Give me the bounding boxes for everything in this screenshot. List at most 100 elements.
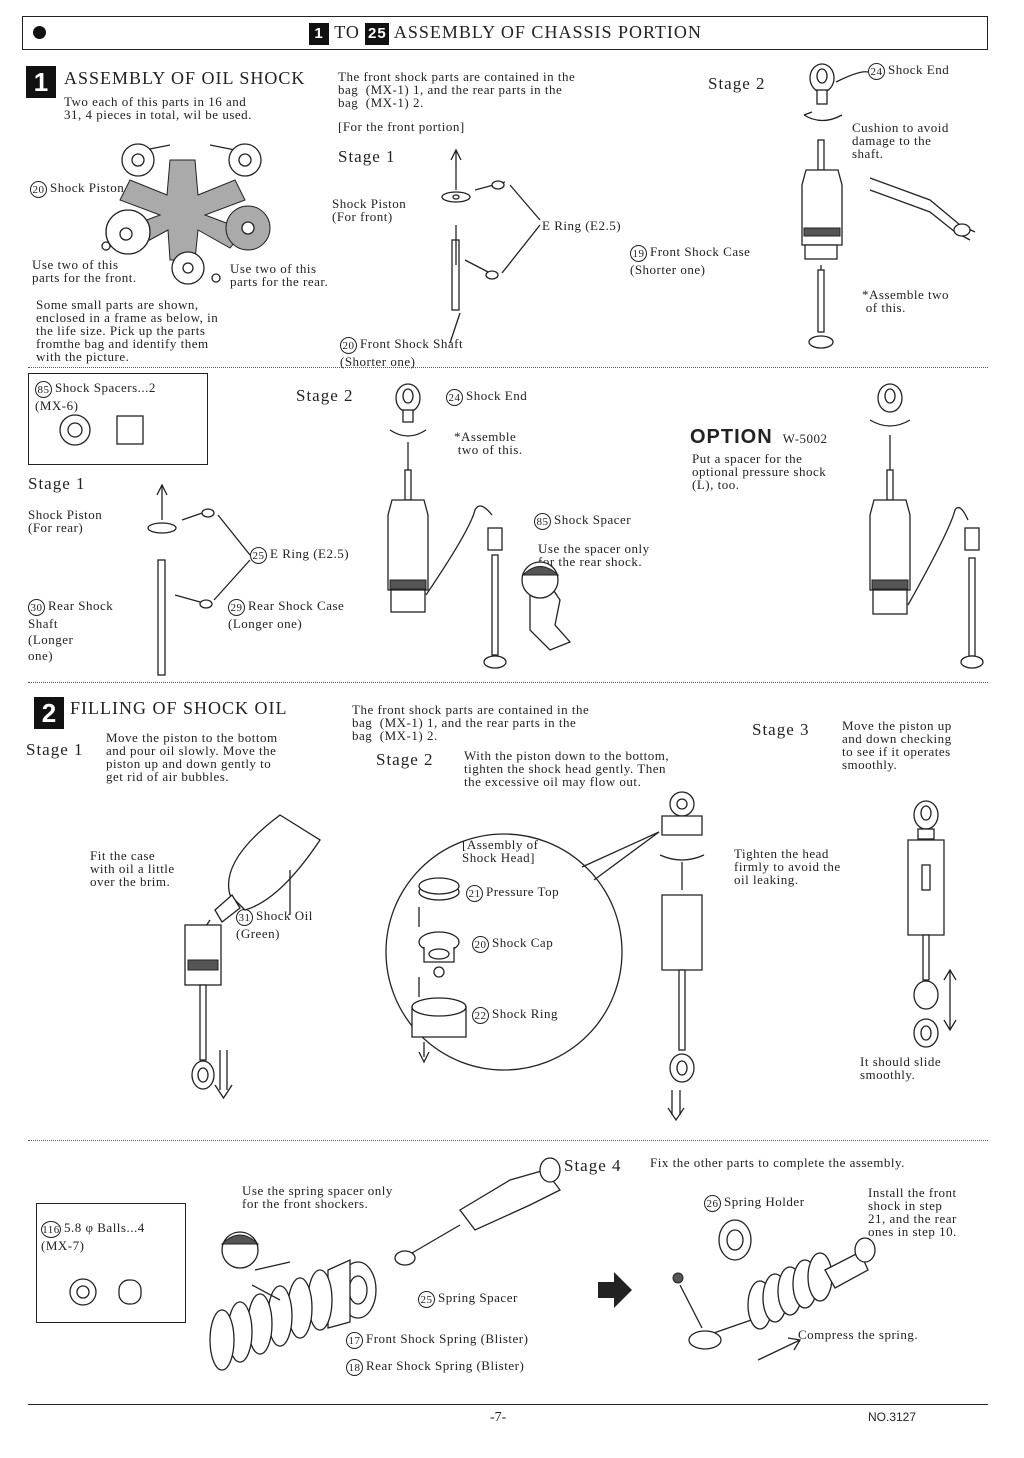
s1-front-case: Front Shock Case (Shorter one) [630, 244, 751, 277]
divider [28, 682, 988, 683]
divider [28, 1140, 988, 1141]
spacer-box-text: Shock Spacers...2 (MX-6) [35, 380, 156, 413]
next-arrow-icon [598, 1272, 632, 1308]
header-step-to: 25 [365, 23, 390, 45]
s2-stage-1-text: Move the piston to the bottom and pour o… [106, 730, 278, 784]
s1-use-rear: Use two of this parts for the rear. [230, 261, 329, 289]
s1-shock-piston-front: Shock Piston (For front) [332, 196, 407, 224]
s1-use-front: Use two of this parts for the front. [32, 257, 137, 285]
part-number-badge: 20 [340, 336, 357, 354]
rear-e-ring: E Ring (E2.5) [270, 546, 350, 561]
part-number-badge: 85 [35, 380, 52, 398]
footer-rule [28, 1404, 988, 1405]
option-word: OPTION [690, 426, 773, 448]
s4-spring-spacer-note: Use the spring spacer only for the front… [242, 1183, 393, 1211]
s1-shock-end: Shock End [888, 62, 950, 77]
spacer-lifesize-icon [59, 414, 144, 446]
option-note: Put a spacer for the optional pressure s… [692, 451, 827, 492]
header-title: ASSEMBLY OF CHASSIS PORTION [393, 22, 702, 42]
rear-shock-end: Shock End [466, 388, 528, 403]
s2-slide: It should slide smoothly. [860, 1054, 942, 1082]
header-step-from: 1 [309, 23, 329, 45]
final-assembly-illustration [672, 1219, 876, 1361]
part-number-badge: 25 [418, 1290, 435, 1308]
compressed-spring-icon [747, 1252, 833, 1330]
s4-install: Install the front shock in step 21, and … [868, 1185, 957, 1239]
s1-stage-2: Stage 2 [708, 74, 766, 93]
rear-shock-piston: Shock Piston (For rear) [28, 507, 103, 535]
s2-stage-3-text: Move the piston up and down checking to … [842, 718, 952, 772]
rear-spacer: Shock Spacer [554, 512, 632, 527]
part-number-badge: 19 [630, 244, 647, 262]
s1-cushion-note: Cushion to avoid damage to the shaft. [852, 120, 949, 161]
part-number-badge: 21 [466, 884, 483, 902]
s1-assemble-two: *Assemble two of this. [862, 287, 950, 315]
rear-assemble: *Assemble two of this. [454, 429, 523, 457]
s4-spring-holder: Spring Holder [724, 1194, 805, 1209]
part-number-badge: 30 [28, 598, 45, 616]
s2-fit-case: Fit the case with oil a little over the … [90, 848, 175, 889]
rear-shock-stage2-illustration [387, 383, 572, 669]
shock-piston-runner-illustration [101, 143, 271, 285]
part-number-badge: 24 [446, 388, 463, 406]
s4-rear-spring: Rear Shock Spring (Blister) [366, 1358, 525, 1373]
s1-e-ring: E Ring (E2.5) [542, 218, 622, 233]
s4-stage-4-text: Fix the other parts to complete the asse… [650, 1155, 905, 1170]
part-number-badge: 24 [868, 62, 885, 80]
s2-stage-2-text: With the piston down to the bottom, tigh… [464, 748, 670, 789]
s2-head-assembly: [Assembly of Shock Head] [462, 837, 539, 865]
oil-filling-illustration [184, 814, 321, 1100]
front-shaft-illustration [441, 148, 541, 344]
balls-lifesize-icon [69, 1278, 142, 1306]
divider [28, 367, 988, 368]
part-number-badge: 22 [472, 1006, 489, 1024]
s2-shock-ring: Shock Ring [492, 1006, 559, 1021]
spring-illustration [209, 1157, 561, 1371]
header-title-row: 1 TO 25 ASSEMBLY OF CHASSIS PORTION [309, 22, 702, 45]
s2-tighten: Tighten the head firmly to avoid the oil… [734, 846, 841, 887]
shock-head-detail-circle [385, 831, 660, 1071]
option-code: W-5002 [782, 431, 828, 446]
s2-front-note: The front shock parts are contained in t… [352, 702, 590, 743]
stage3-shock-illustration [907, 800, 957, 1048]
s4-front-spring: Front Shock Spring (Blister) [366, 1331, 529, 1346]
option-shock-illustration [869, 383, 984, 669]
balls-text: 5.8 φ Balls...4 (MX-7) [41, 1220, 145, 1253]
s4-spring-spacer: Spring Spacer [438, 1290, 518, 1305]
s4-compress: Compress the spring. [798, 1327, 919, 1342]
document-number: NO.3127 [868, 1410, 917, 1424]
rear-spacer-note: Use the spacer only for the rear shock. [538, 541, 650, 569]
section-1-number: 1 [26, 66, 56, 98]
s2-shock-cap: Shock Cap [492, 935, 554, 950]
part-number-badge: 17 [346, 1331, 363, 1349]
coil-spring-icon [209, 1269, 333, 1371]
part-number-badge: 18 [346, 1358, 363, 1376]
part-number-badge: 20 [30, 180, 47, 198]
s1-intro: Two each of this parts in 16 and 31, 4 p… [64, 94, 252, 122]
s1-stage-1: Stage 1 [338, 147, 396, 166]
rear-shaft: Rear Shock Shaft (Longer one) [28, 598, 114, 663]
part-number-badge: 26 [704, 1194, 721, 1212]
part-number-badge: 20 [472, 935, 489, 953]
part-number-badge: 85 [534, 512, 551, 530]
s4-stage-4: Stage 4 [564, 1156, 622, 1175]
